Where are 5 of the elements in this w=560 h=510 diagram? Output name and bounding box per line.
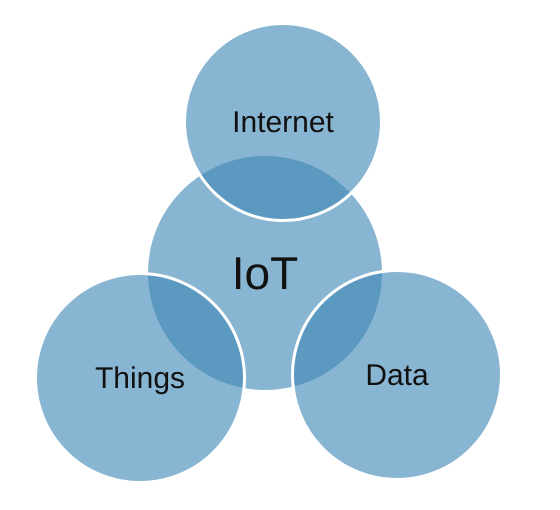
circle-label: IoT <box>230 248 300 298</box>
circle-label: Internet <box>231 106 335 138</box>
circle-label: Things <box>94 362 186 394</box>
venn-circle <box>183 22 383 222</box>
circle-label: Data <box>364 358 430 392</box>
